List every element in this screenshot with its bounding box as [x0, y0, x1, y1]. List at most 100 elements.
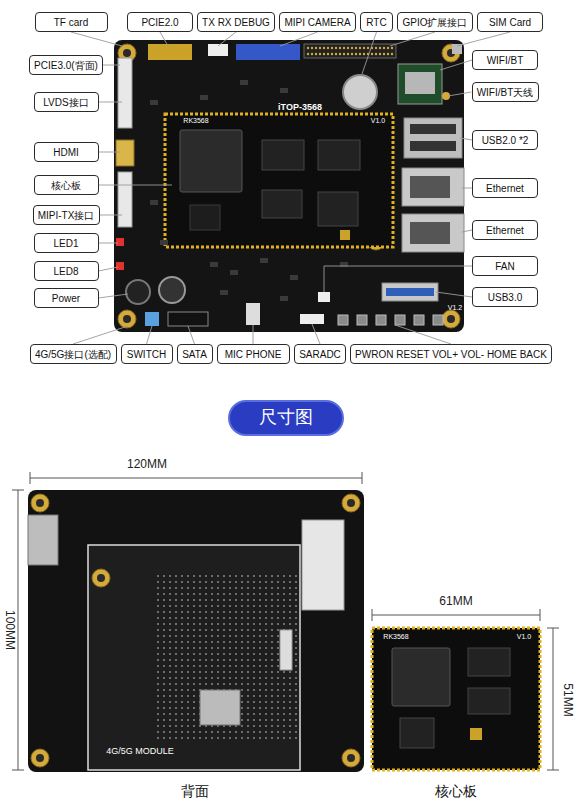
solder-pad — [253, 665, 255, 667]
solder-pad — [235, 683, 237, 685]
solder-pad — [295, 587, 297, 589]
solder-pad — [271, 581, 273, 583]
solder-pad — [157, 659, 159, 661]
mounting-hole — [31, 494, 49, 512]
leader-line — [99, 243, 119, 244]
callout-text: WIFI/BT天线 — [477, 87, 534, 98]
solder-pad — [181, 725, 183, 727]
solder-pad — [271, 719, 273, 721]
solder-pad — [277, 587, 279, 589]
smd-part — [220, 290, 228, 295]
solder-pad — [289, 701, 291, 703]
mounting-hole — [97, 574, 105, 582]
solder-pad — [187, 701, 189, 703]
callout-text: MIPI CAMERA — [284, 17, 350, 28]
solder-pad — [241, 677, 243, 679]
ram-chip — [468, 688, 510, 714]
solder-pad — [289, 617, 291, 619]
gpio-header — [304, 44, 396, 58]
solder-pad — [193, 689, 195, 691]
solder-pad — [163, 665, 165, 667]
button — [338, 315, 348, 325]
solder-pad — [175, 605, 177, 607]
solder-pad — [169, 641, 171, 643]
solder-pad — [229, 575, 231, 577]
solder-pad — [235, 737, 237, 739]
callout-box: USB3.0 — [472, 287, 538, 307]
solder-pad — [283, 695, 285, 697]
solder-pad — [169, 659, 171, 661]
solder-pad — [241, 575, 243, 577]
solder-pad — [229, 599, 231, 601]
solder-pad — [289, 671, 291, 673]
gpio-pin — [383, 47, 385, 49]
callout-box: MIPI-TX接口 — [33, 205, 100, 225]
solder-pad — [169, 581, 171, 583]
solder-pad — [265, 683, 267, 685]
gpio-pin — [335, 53, 337, 55]
solder-pad — [181, 701, 183, 703]
solder-pad — [163, 587, 165, 589]
solder-pad — [223, 683, 225, 685]
solder-pad — [277, 677, 279, 679]
solder-pad — [235, 581, 237, 583]
solder-pad — [283, 701, 285, 703]
solder-pad — [157, 629, 159, 631]
solder-pad — [187, 659, 189, 661]
solder-pad — [253, 617, 255, 619]
callout-box: Ethernet — [472, 178, 538, 198]
usb3-port — [382, 283, 438, 301]
solder-pad — [199, 581, 201, 583]
solder-pad — [289, 605, 291, 607]
solder-pad — [229, 677, 231, 679]
solder-pad — [229, 581, 231, 583]
callout-text: PCIE2.0 — [141, 17, 178, 28]
solder-pad — [271, 677, 273, 679]
callout-text: RTC — [366, 17, 386, 28]
solder-pad — [169, 707, 171, 709]
solder-pad — [157, 731, 159, 733]
solder-pad — [217, 617, 219, 619]
solder-pad — [241, 593, 243, 595]
solder-pad — [193, 599, 195, 601]
solder-pad — [175, 671, 177, 673]
callout-text: USB3.0 — [488, 292, 522, 303]
solder-pad — [229, 587, 231, 589]
callout-text: PWRON RESET VOL+ VOL- HOME BACK — [355, 349, 547, 360]
pcie-slot — [280, 630, 292, 670]
solder-pad — [199, 617, 201, 619]
solder-pad — [217, 599, 219, 601]
callout-box: MIC PHONE — [217, 344, 290, 364]
solder-pad — [157, 581, 159, 583]
solder-pad — [277, 653, 279, 655]
solder-pad — [187, 611, 189, 613]
solder-pad — [235, 605, 237, 607]
leader-line — [99, 152, 121, 153]
solder-pad — [157, 737, 159, 739]
solder-pad — [187, 719, 189, 721]
solder-pad — [295, 617, 297, 619]
gpio-pin — [323, 47, 325, 49]
gpio-pin — [339, 47, 341, 49]
board-back-view — [12, 472, 364, 772]
led — [116, 262, 124, 270]
gpio-pin — [319, 53, 321, 55]
solder-pad — [163, 659, 165, 661]
solder-pad — [217, 629, 219, 631]
leader-line — [362, 32, 377, 74]
solder-pad — [169, 701, 171, 703]
solder-pad — [199, 671, 201, 673]
solder-pad — [181, 575, 183, 577]
solder-pad — [241, 671, 243, 673]
solder-pad — [277, 623, 279, 625]
solder-pad — [253, 623, 255, 625]
solder-pad — [175, 629, 177, 631]
solder-pad — [163, 647, 165, 649]
solder-pad — [163, 719, 165, 721]
solder-pad — [181, 599, 183, 601]
solder-pad — [199, 647, 201, 649]
solder-pad — [193, 611, 195, 613]
solder-pad — [247, 635, 249, 637]
solder-pad — [265, 677, 267, 679]
solder-pad — [289, 707, 291, 709]
